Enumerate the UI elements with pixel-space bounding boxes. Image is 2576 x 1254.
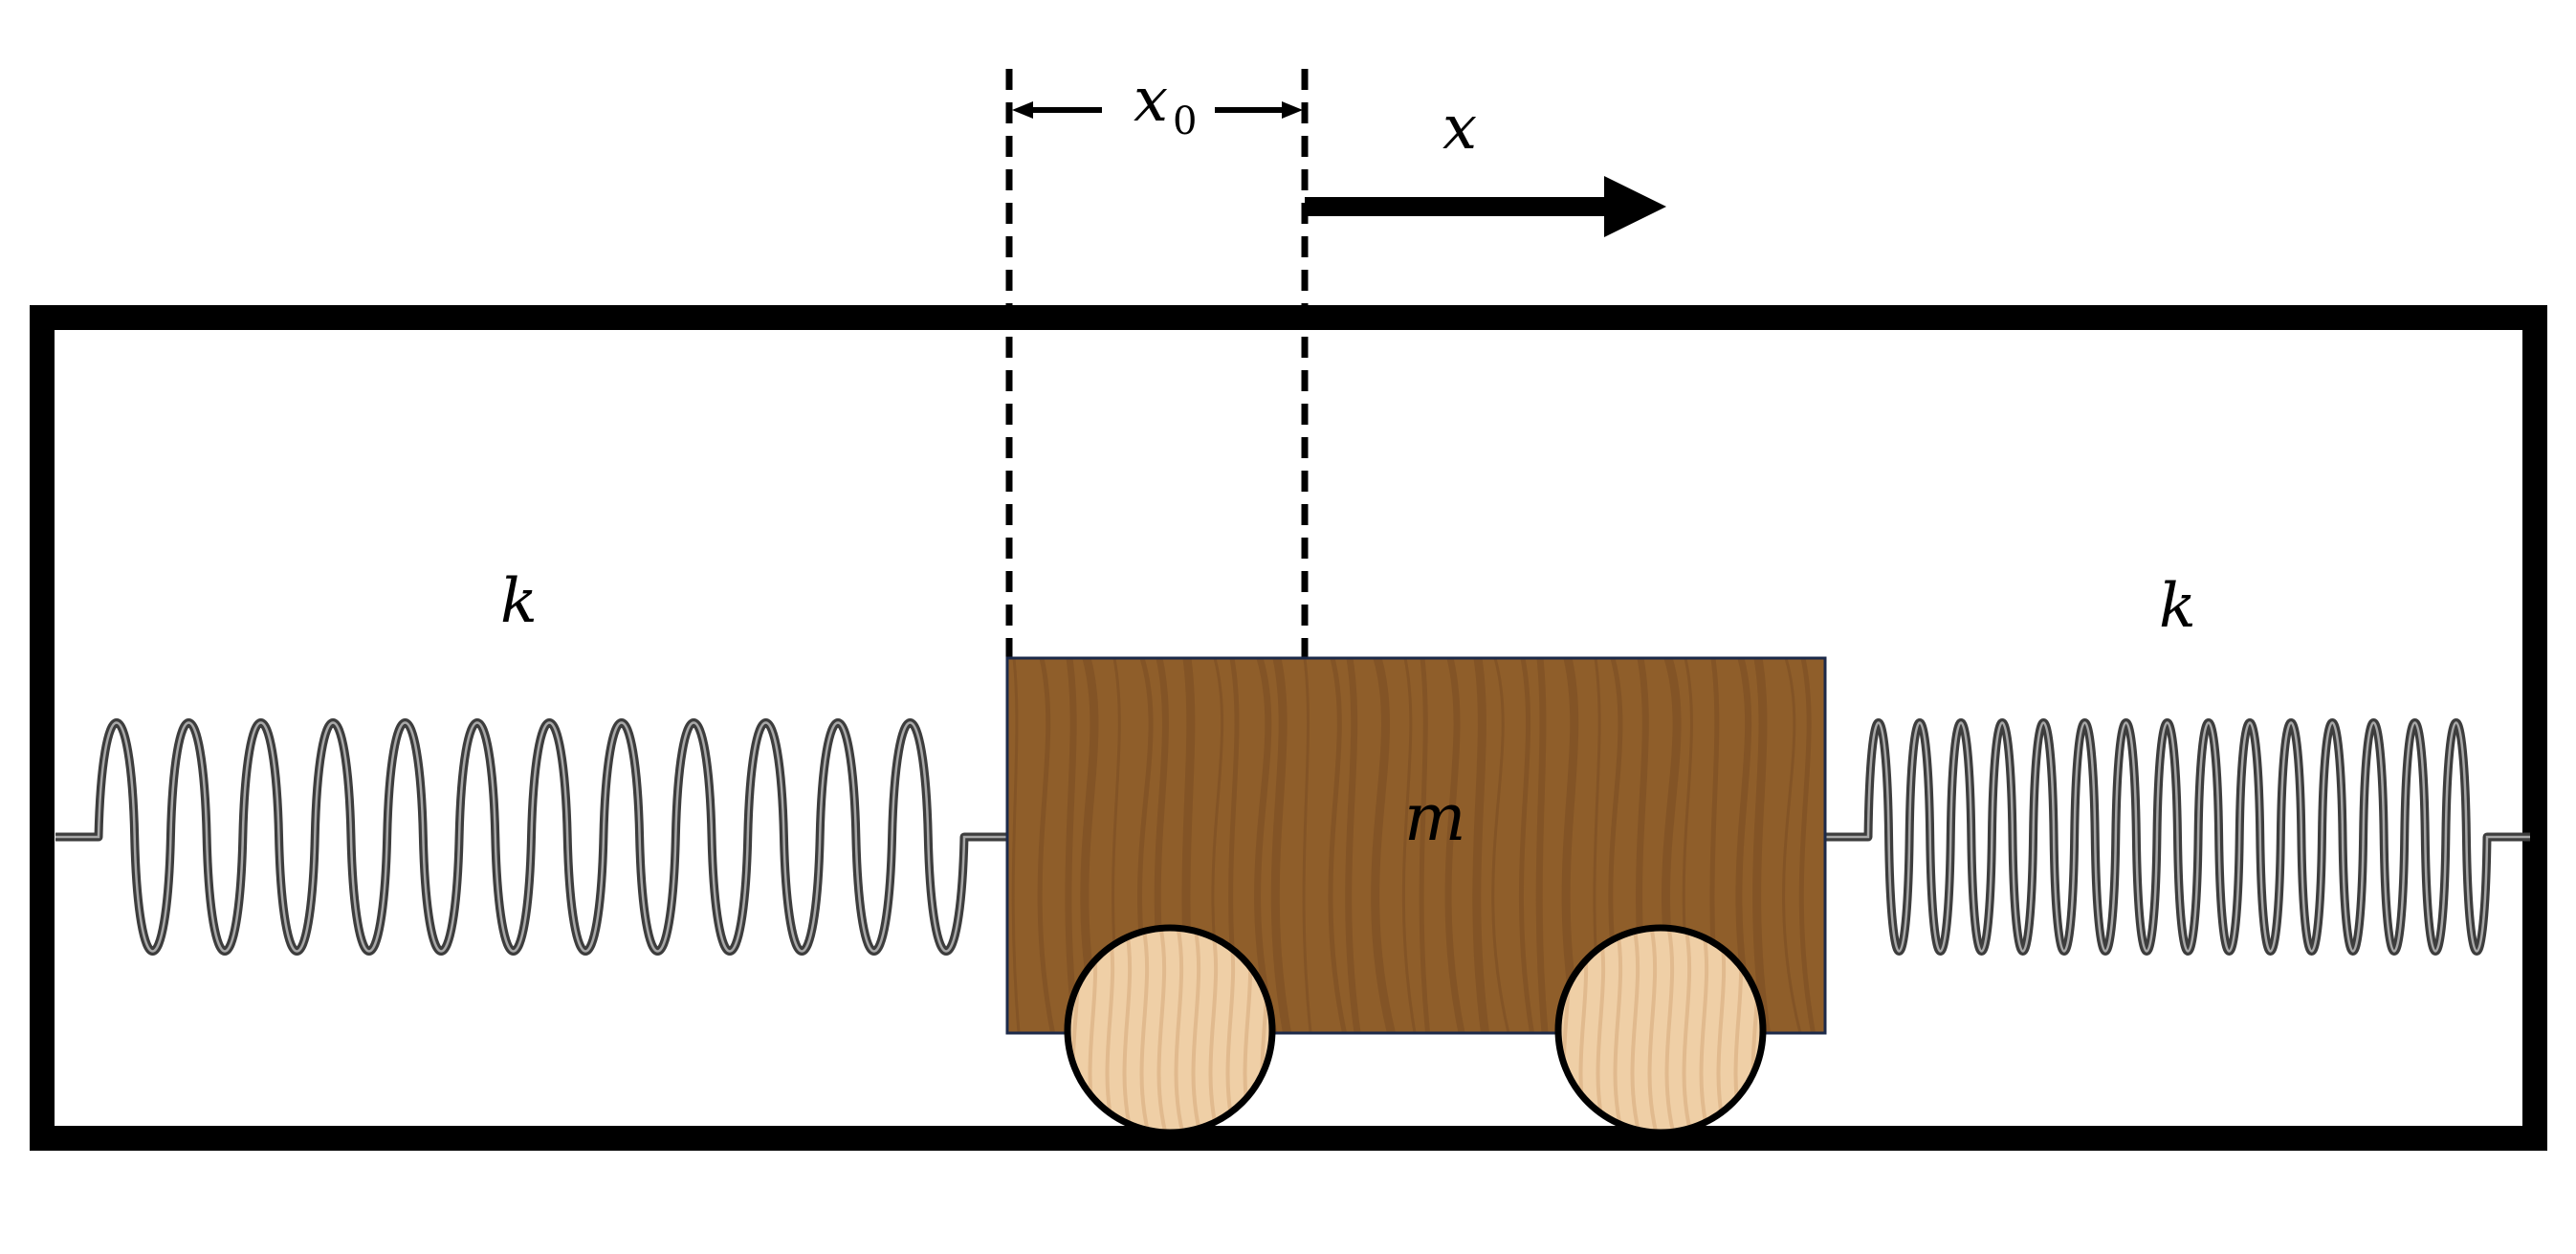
x0-label: x xyxy=(1134,65,1168,136)
k-right-label: k xyxy=(2159,571,2196,642)
left-spring xyxy=(55,718,1007,956)
k-left-label: k xyxy=(500,566,538,637)
x0-subscript: 0 xyxy=(1173,99,1197,143)
right-spring xyxy=(1825,718,2530,956)
left-wheel xyxy=(1064,924,1276,1136)
double-headed-arrow-icon xyxy=(1012,101,1303,119)
right-wheel xyxy=(1554,924,1767,1136)
x-label: x xyxy=(1442,93,1477,164)
right-arrow-icon xyxy=(1305,176,1666,237)
container-frame xyxy=(30,305,2547,1151)
mass-label: m xyxy=(1404,781,1465,856)
